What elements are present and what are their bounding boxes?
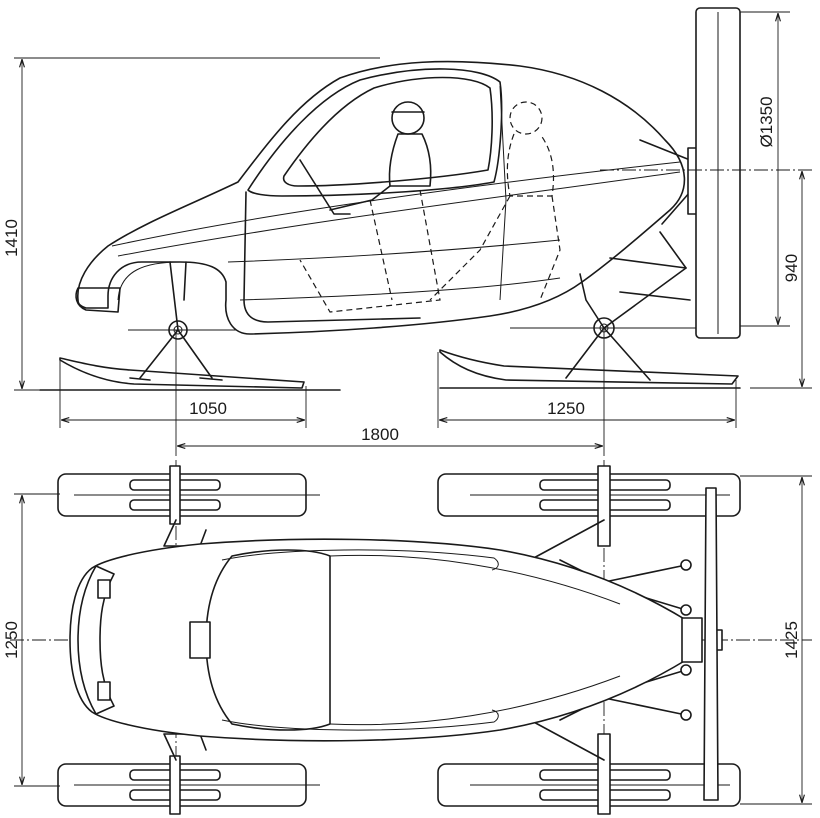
dashboard-top	[189, 621, 211, 659]
dim-front-ski-length: 1050	[189, 399, 227, 418]
nose-bumper	[75, 287, 121, 313]
belt-line-upper	[111, 161, 681, 247]
dim-rear-ski-length: 1250	[547, 399, 585, 418]
propeller-top	[703, 487, 719, 801]
body-top-outline	[69, 538, 697, 742]
dim-rear-track: 1425	[782, 621, 801, 659]
ski-front-right	[57, 755, 320, 815]
engine-mount	[639, 139, 691, 225]
side-view	[39, 7, 812, 391]
dim-propeller-diameter: Ø1350	[757, 96, 776, 147]
rear-ski	[439, 349, 739, 385]
top-view	[10, 460, 812, 815]
ski-front-left	[57, 465, 320, 525]
door-outline	[243, 191, 421, 323]
front-ski	[59, 357, 305, 389]
ski-rear-left	[437, 465, 741, 547]
steering-wheel	[299, 159, 351, 215]
side-window	[282, 76, 493, 187]
side-view-dimensions: 1410 Ø1350 940 1050 1250 1800	[2, 11, 812, 456]
driver-figure	[299, 101, 432, 215]
front-suspension	[128, 261, 236, 381]
top-view-dimensions: 1250 1425	[2, 475, 812, 805]
ski-rear-right	[437, 733, 741, 815]
nose-bumper-top	[77, 565, 115, 715]
dim-propeller-axis-height: 940	[782, 254, 801, 282]
dim-wheelbase: 1800	[361, 425, 399, 444]
body-shell	[77, 60, 686, 335]
rear-suspension	[510, 231, 700, 381]
dim-height-overall: 1410	[2, 219, 21, 257]
passenger-figure	[299, 101, 561, 313]
dim-front-track: 1250	[2, 621, 21, 659]
engine-hub-top	[681, 617, 703, 663]
